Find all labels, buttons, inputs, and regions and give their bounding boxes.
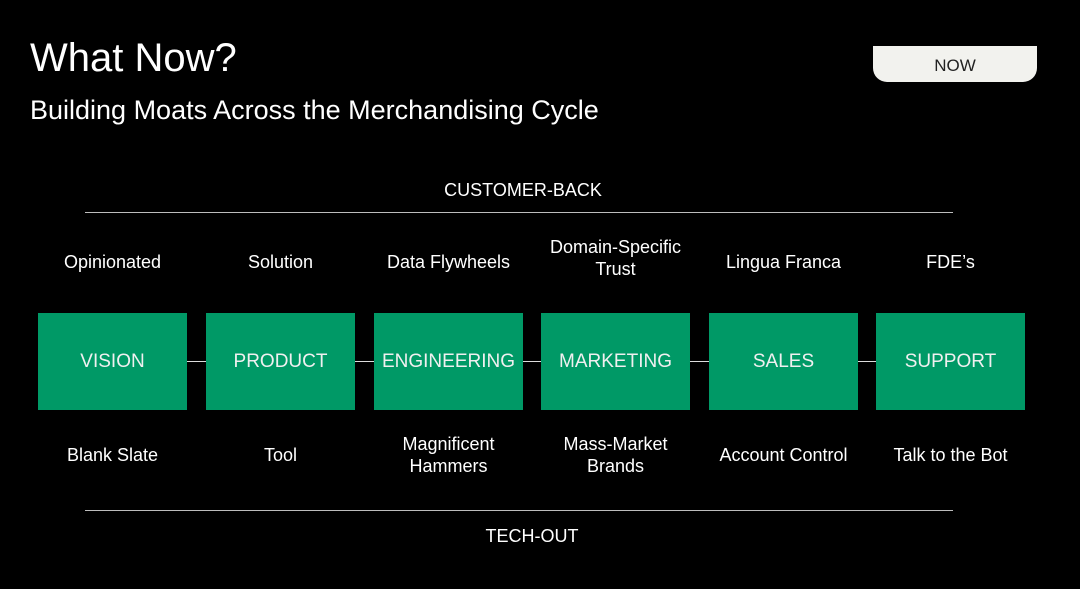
stage-bottom-label: Account Control (719, 445, 848, 465)
stage-bottom-label: Blank Slate (66, 445, 159, 465)
stage-connector (858, 361, 876, 362)
stage-box-engineering: ENGINEERING (374, 313, 523, 410)
stage-top-label: Opinionated (63, 252, 162, 272)
stage-box-marketing: MARKETING (541, 313, 690, 410)
tech-out-label: TECH-OUT (485, 526, 579, 546)
stage-top-label: Data Flywheels (386, 252, 511, 272)
slide-subtitle: Building Moats Across the Merchandising … (30, 95, 599, 125)
stage-box-support: SUPPORT (876, 313, 1025, 410)
now-button[interactable]: NOW (873, 46, 1037, 82)
stage-top-label: Lingua Franca (725, 252, 842, 272)
stage-bottom-label: Tool (263, 445, 298, 465)
stage-top-label: Solution (247, 252, 314, 272)
customer-back-label: CUSTOMER-BACK (444, 180, 602, 200)
stage-box-product: PRODUCT (206, 313, 355, 410)
stage-connector (187, 361, 206, 362)
stage-connector (690, 361, 709, 362)
stage-bottom-label: Magnificent Hammers (402, 434, 495, 476)
top-divider (85, 212, 953, 213)
stage-top-label: Domain-Specific Trust (549, 237, 682, 279)
bottom-divider (85, 510, 953, 511)
stage-bottom-label: Talk to the Bot (893, 445, 1008, 465)
stage-box-sales: SALES (709, 313, 858, 410)
stage-connector (355, 361, 374, 362)
stage-box-vision: VISION (38, 313, 187, 410)
slide-title: What Now? (30, 36, 237, 80)
stage-top-label: FDE’s (926, 252, 975, 272)
stage-connector (523, 361, 541, 362)
stage-bottom-label: Mass-Market Brands (563, 434, 668, 476)
